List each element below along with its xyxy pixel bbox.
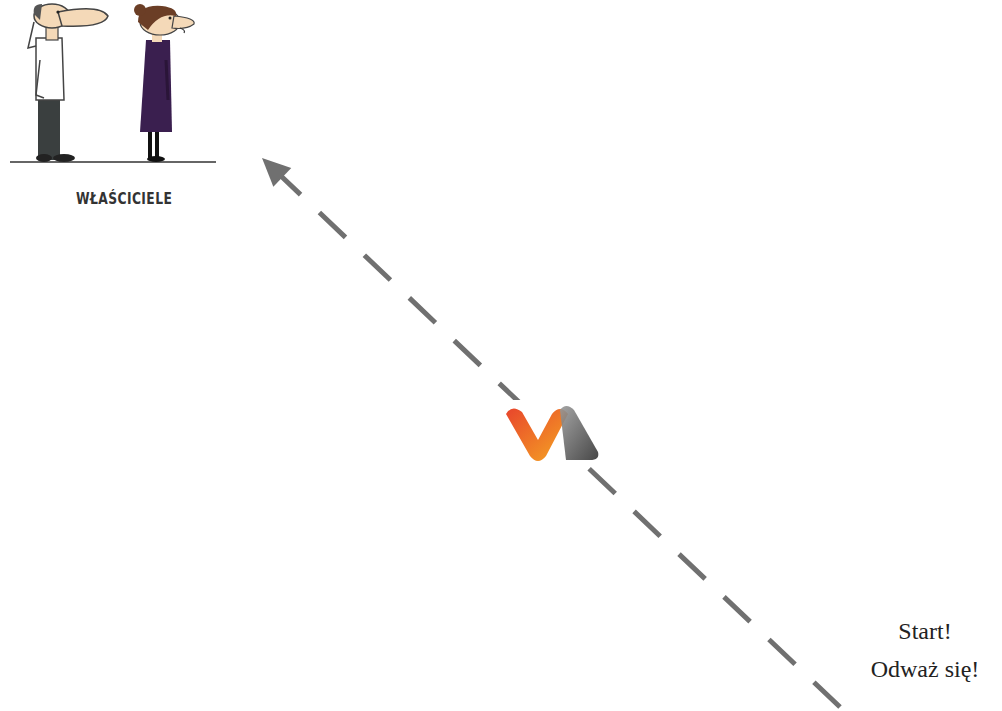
note-text: Start! Odważ się! (866, 612, 984, 688)
dashed-arrow (262, 158, 840, 707)
logo-mark (560, 406, 598, 460)
logo-mark (506, 408, 568, 461)
man-figure (28, 4, 108, 162)
woman-figure (134, 4, 194, 162)
group-label: WŁAŚCICIELE (76, 190, 172, 208)
start-note: Start! Odważ się! (840, 610, 1002, 707)
owners-group: WŁAŚCICIELE (0, 0, 262, 215)
